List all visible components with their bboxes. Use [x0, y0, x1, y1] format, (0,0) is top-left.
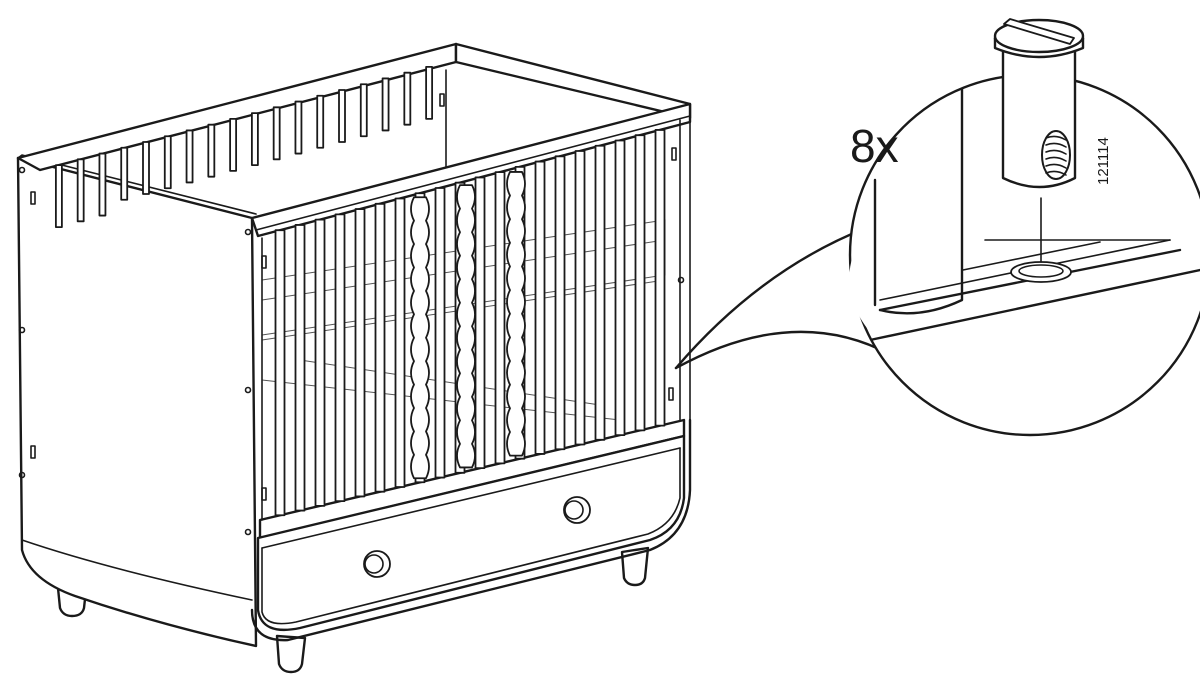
crib-wavy-slats [410, 171, 526, 480]
back-slat [403, 71, 412, 126]
back-slat [338, 89, 346, 143]
back-slat [76, 158, 85, 223]
front-slat [654, 129, 666, 427]
back-slat [54, 164, 63, 229]
front-slat [574, 150, 586, 446]
callout-leader [674, 226, 868, 370]
crib-drawing [16, 42, 692, 674]
front-slat [634, 134, 646, 432]
front-slat [314, 218, 326, 507]
wavy-slat [410, 196, 430, 480]
crib-right-end-rail [454, 42, 692, 120]
front-slat [294, 224, 306, 512]
back-slat [294, 100, 303, 155]
front-slat [374, 202, 386, 493]
drawer-knob-right [563, 496, 591, 524]
back-slat [381, 77, 390, 132]
back-slat [425, 65, 434, 120]
front-slat [534, 160, 546, 455]
crib-bolt-holes [18, 93, 685, 536]
quantity-label: 8x [850, 120, 899, 172]
back-slat [229, 117, 238, 172]
front-slat [554, 155, 566, 451]
back-slat [207, 123, 216, 178]
front-slat [334, 213, 346, 503]
crib-drawer [256, 434, 686, 632]
back-slat [359, 83, 368, 138]
front-slat [594, 144, 606, 441]
back-slat [185, 129, 194, 184]
front-slat [434, 187, 446, 479]
crib-leg-front-right [275, 634, 307, 674]
back-slat [250, 112, 259, 167]
barrel-nut-icon [993, 18, 1085, 189]
crib-back-slats [54, 65, 434, 229]
front-slat [354, 208, 366, 498]
front-slat [274, 229, 286, 517]
wavy-slat [506, 171, 526, 457]
front-slat [474, 176, 486, 470]
part-number-label: 121114 [1095, 137, 1112, 185]
front-slat [614, 139, 626, 436]
back-slat [98, 152, 107, 217]
detail-callout: 8x 121114 [674, 18, 1200, 437]
back-slat [163, 135, 172, 190]
drawer-knob-left [363, 550, 391, 578]
front-slat [394, 197, 406, 488]
back-slat [120, 146, 129, 201]
crib-left-end-panel [16, 156, 258, 648]
back-slat [142, 141, 150, 195]
back-slat [316, 94, 325, 149]
wavy-slat [456, 184, 476, 469]
front-slat [494, 171, 506, 465]
back-slat [272, 106, 281, 161]
crib-leg-back-right [620, 546, 650, 587]
